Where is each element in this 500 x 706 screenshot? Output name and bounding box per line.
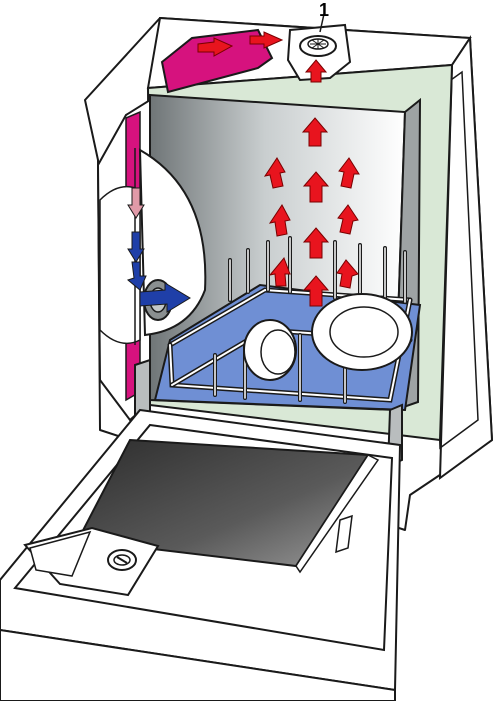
- plate-large: [312, 294, 412, 370]
- vent-fan-icon: [300, 36, 336, 56]
- plate-small: [244, 320, 296, 380]
- door-control-knob-icon[interactable]: [108, 550, 136, 570]
- callout-label: 1: [312, 0, 336, 21]
